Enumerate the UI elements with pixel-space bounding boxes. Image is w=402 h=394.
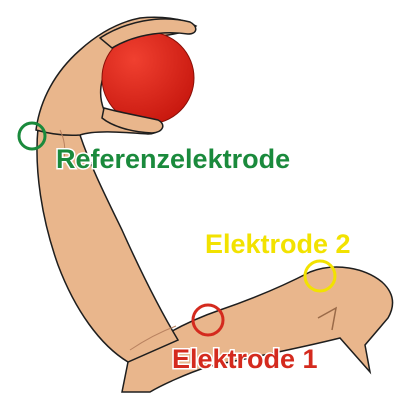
fingers bbox=[98, 18, 197, 49]
electrode-1-marker bbox=[191, 303, 225, 337]
upper-arm bbox=[121, 266, 394, 393]
reference-electrode-label: Referenzelektrode bbox=[56, 144, 290, 174]
reference-electrode-marker bbox=[17, 121, 47, 151]
thumb bbox=[101, 107, 164, 134]
bicep-contour bbox=[317, 306, 338, 331]
elbow-contour bbox=[129, 325, 177, 351]
electrode-2-label: Elektrode 2 bbox=[205, 229, 351, 259]
electrode-2-marker bbox=[303, 259, 337, 293]
wrist-contour bbox=[59, 129, 66, 161]
electrode-1-label: Elektrode 1 bbox=[172, 344, 318, 374]
